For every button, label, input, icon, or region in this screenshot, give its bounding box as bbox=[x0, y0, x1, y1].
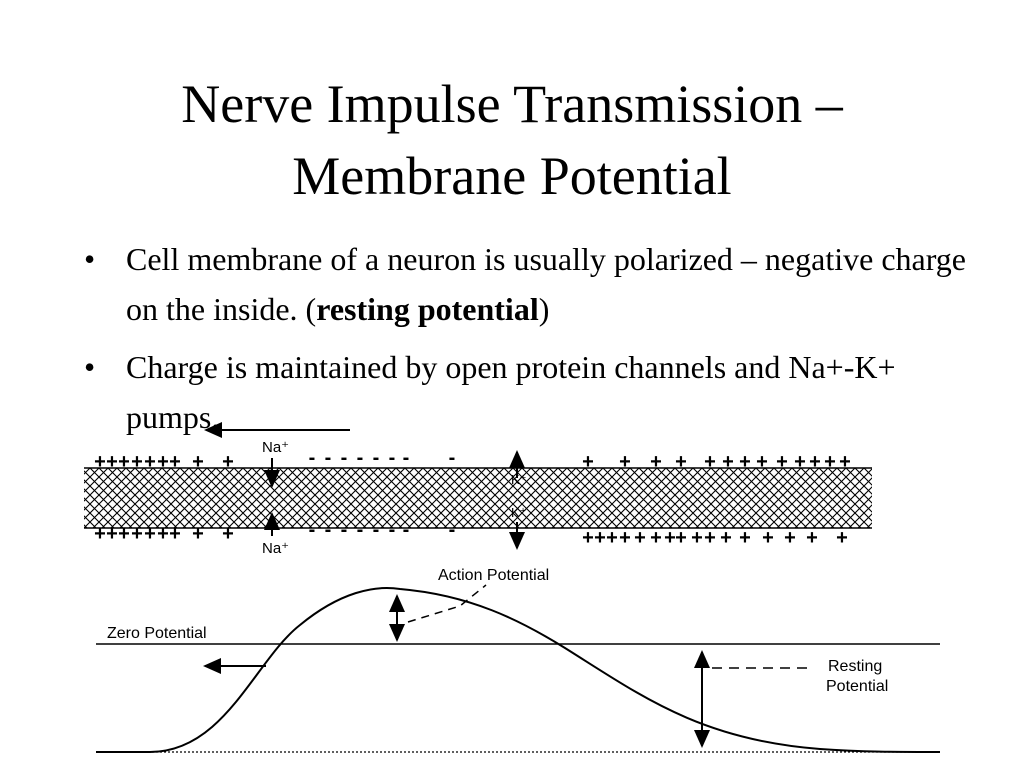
plus-charge: + bbox=[691, 527, 703, 549]
plus-charge: + bbox=[619, 451, 631, 473]
minus-charge: - bbox=[309, 447, 316, 469]
plus-charge: + bbox=[131, 451, 143, 473]
plus-charge: + bbox=[118, 451, 130, 473]
minus-charge: - bbox=[389, 519, 396, 541]
minus-charge: - bbox=[403, 519, 410, 541]
bullet-item: • Charge is maintained by open protein c… bbox=[84, 342, 984, 442]
plus-charge: + bbox=[222, 523, 234, 545]
plus-charge: + bbox=[582, 527, 594, 549]
plus-charge: + bbox=[144, 523, 156, 545]
plus-charge: + bbox=[118, 523, 130, 545]
charges-outside-plus-left: +++++++++ bbox=[94, 451, 234, 473]
bullet-text: Cell membrane of a neuron is usually pol… bbox=[126, 241, 966, 327]
plus-charge: + bbox=[756, 451, 768, 473]
plus-charge: + bbox=[704, 527, 716, 549]
plus-charge: + bbox=[192, 523, 204, 545]
resting-potential-label-2: Potential bbox=[826, 678, 888, 695]
title-line-1: Nerve Impulse Transmission – bbox=[181, 74, 843, 134]
action-potential-label: Action Potential bbox=[438, 567, 549, 584]
bullet-text-end: ) bbox=[538, 291, 550, 327]
plus-charge: + bbox=[739, 451, 751, 473]
plus-charge: + bbox=[784, 527, 796, 549]
plus-charge: + bbox=[675, 451, 687, 473]
sodium-label-bottom: Na⁺ bbox=[262, 540, 289, 557]
minus-charge: - bbox=[341, 519, 348, 541]
minus-charge: - bbox=[309, 519, 316, 541]
plus-charge: + bbox=[131, 523, 143, 545]
plus-charge: + bbox=[650, 527, 662, 549]
minus-charge: - bbox=[325, 447, 332, 469]
plus-charge: + bbox=[157, 523, 169, 545]
plus-charge: + bbox=[839, 451, 851, 473]
plus-charge: + bbox=[806, 527, 818, 549]
title-line-2: Membrane Potential bbox=[292, 146, 732, 206]
plus-charge: + bbox=[762, 527, 774, 549]
minus-charge: - bbox=[403, 447, 410, 469]
bullet-item: • Cell membrane of a neuron is usually p… bbox=[84, 234, 984, 334]
plus-charge: + bbox=[222, 451, 234, 473]
minus-charge: - bbox=[373, 519, 380, 541]
plus-charge: + bbox=[606, 527, 618, 549]
plus-charge: + bbox=[675, 527, 687, 549]
sodium-label-top: Na⁺ bbox=[262, 439, 289, 456]
plus-charge: + bbox=[809, 451, 821, 473]
plus-charge: + bbox=[619, 527, 631, 549]
action-potential-leader bbox=[407, 584, 487, 623]
membrane-band bbox=[84, 468, 872, 528]
plus-charge: + bbox=[722, 451, 734, 473]
plus-charge: + bbox=[157, 451, 169, 473]
plus-charge: + bbox=[169, 451, 181, 473]
charges-inside-plus-right: ++++++++++++++++ bbox=[582, 527, 848, 549]
potassium-label-bottom: K⁺ bbox=[511, 505, 527, 520]
plus-charge: + bbox=[94, 451, 106, 473]
charges-outside-plus-right: +++++++++++++ bbox=[582, 451, 851, 473]
minus-charge: - bbox=[341, 447, 348, 469]
plus-charge: + bbox=[106, 451, 118, 473]
plus-charge: + bbox=[836, 527, 848, 549]
slide-title: Nerve Impulse Transmission – Membrane Po… bbox=[0, 68, 1024, 212]
bullet-marker: • bbox=[84, 349, 96, 385]
minus-charge: - bbox=[449, 519, 456, 541]
plus-charge: + bbox=[192, 451, 204, 473]
bullet-marker: • bbox=[84, 241, 96, 277]
minus-charge: - bbox=[357, 447, 364, 469]
charges-inside-minus: -------- bbox=[309, 519, 456, 541]
plus-charge: + bbox=[106, 523, 118, 545]
plus-charge: + bbox=[664, 527, 676, 549]
charges-inside-plus-left: +++++++++ bbox=[94, 523, 234, 545]
minus-charge: - bbox=[449, 447, 456, 469]
plus-charge: + bbox=[739, 527, 751, 549]
minus-charge: - bbox=[373, 447, 380, 469]
plus-charge: + bbox=[94, 523, 106, 545]
plus-charge: + bbox=[720, 527, 732, 549]
resting-potential-label-1: Resting bbox=[828, 658, 882, 675]
bullet-text: Charge is maintained by open protein cha… bbox=[126, 349, 896, 435]
potassium-label-top: K⁺ bbox=[511, 472, 527, 487]
plus-charge: + bbox=[824, 451, 836, 473]
action-potential-curve bbox=[96, 586, 941, 753]
plus-charge: + bbox=[594, 527, 606, 549]
plus-charge: + bbox=[169, 523, 181, 545]
zero-potential-label: Zero Potential bbox=[107, 625, 207, 642]
minus-charge: - bbox=[389, 447, 396, 469]
minus-charge: - bbox=[325, 519, 332, 541]
plus-charge: + bbox=[704, 451, 716, 473]
plus-charge: + bbox=[144, 451, 156, 473]
plus-charge: + bbox=[794, 451, 806, 473]
bullet-bold-term: resting potential bbox=[316, 291, 539, 327]
minus-charge: - bbox=[357, 519, 364, 541]
plus-charge: + bbox=[650, 451, 662, 473]
charges-outside-minus: -------- bbox=[309, 447, 456, 469]
plus-charge: + bbox=[634, 527, 646, 549]
bullet-list: • Cell membrane of a neuron is usually p… bbox=[84, 234, 984, 450]
plus-charge: + bbox=[582, 451, 594, 473]
plus-charge: + bbox=[776, 451, 788, 473]
